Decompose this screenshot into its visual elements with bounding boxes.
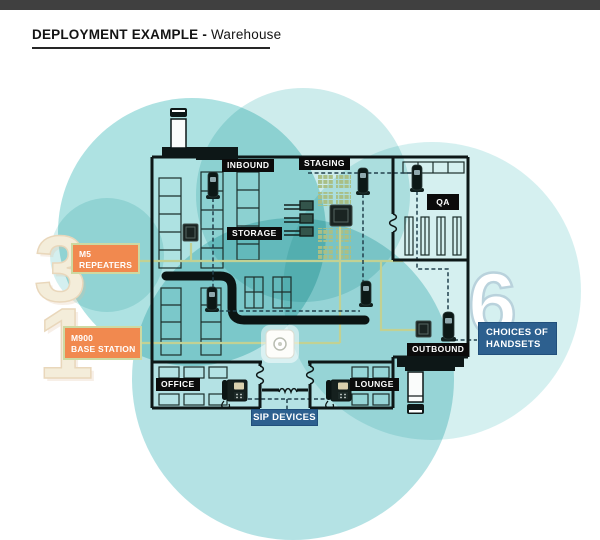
conveyor-belt <box>161 271 370 325</box>
base-station-icon <box>261 325 299 363</box>
pallet-icon <box>318 174 351 260</box>
title-underline <box>32 47 270 49</box>
handsets-line2: HANDSETS <box>486 339 541 351</box>
base-station-line1: M900 <box>71 333 94 343</box>
repeaters-line2: REPEATERS <box>79 260 133 271</box>
repeaters-line1: M5 <box>79 249 92 259</box>
repeater-icon <box>182 223 199 242</box>
page-title-bold: DEPLOYMENT EXAMPLE - <box>32 27 208 42</box>
area-label-inbound: INBOUND <box>222 159 275 172</box>
cordless-handset-icon <box>441 311 456 342</box>
storage-racks <box>158 161 465 406</box>
area-label-lounge: LOUNGE <box>350 378 399 391</box>
sip-desk-phone-icon <box>221 379 248 409</box>
truck-icon <box>170 108 187 149</box>
cordless-handset-icon <box>410 164 424 192</box>
door-swing-icon <box>255 213 398 395</box>
cordless-handset-icon <box>205 286 219 312</box>
handsets-line1: CHOICES OF <box>486 327 549 338</box>
repeater-icon <box>329 204 353 227</box>
area-label-staging: STAGING <box>299 157 350 170</box>
repeaters-callout: M5 REPEATERS <box>71 243 140 274</box>
area-label-office: OFFICE <box>156 378 200 391</box>
cordless-handset-icon <box>356 167 370 195</box>
base-station-line2: BASE STATION <box>71 344 136 355</box>
sip-devices-callout: SIP DEVICES <box>251 409 318 426</box>
page-title-regular: Warehouse <box>210 27 282 42</box>
page-title: DEPLOYMENT EXAMPLE - Warehouse <box>32 27 281 42</box>
wiring-lines <box>140 226 416 345</box>
area-label-storage: STORAGE <box>227 227 282 240</box>
cordless-handset-icon <box>359 280 373 307</box>
sip-desk-phone-icon <box>325 379 352 409</box>
area-label-outbound: OUTBOUND <box>407 343 470 356</box>
floor-plan <box>140 108 477 414</box>
loading-dock <box>162 147 464 371</box>
cordless-handset-icon <box>206 171 220 199</box>
handsets-callout: CHOICES OF HANDSETS <box>478 322 557 355</box>
repeater-icon <box>415 320 432 338</box>
area-label-qa: QA <box>427 194 459 210</box>
pallet-jack-icon <box>284 200 314 237</box>
truck-icon <box>407 371 424 414</box>
top-accent-bar <box>0 0 600 10</box>
base-station-callout: M900 BASE STATION <box>63 326 142 360</box>
